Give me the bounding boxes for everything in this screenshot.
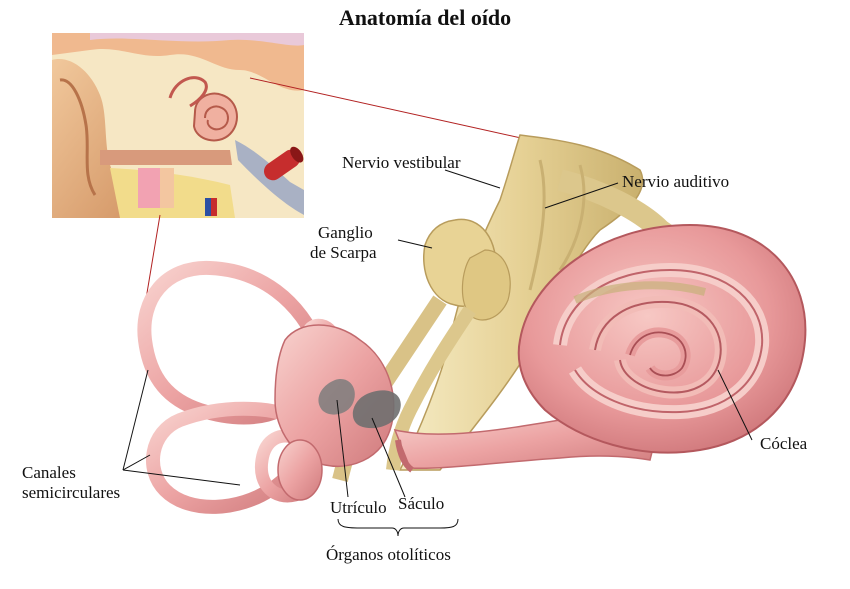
label-vestibular-nerve: Nervio vestibular	[342, 153, 461, 172]
leader-canal-2	[122, 454, 151, 471]
page-title: Anatomía del oído	[338, 5, 512, 30]
leader-lines	[122, 169, 753, 537]
label-scarpa-ganglion-line1: Ganglio	[318, 223, 373, 242]
label-scarpa-ganglion-line2: de Scarpa	[310, 243, 377, 262]
ear-cross-section-inset	[52, 33, 304, 218]
label-semicircular-canals-line1: Canales	[22, 463, 76, 482]
vestibule	[274, 324, 401, 501]
leader-saccule	[371, 417, 406, 498]
leader-scarpa-ganglion	[397, 239, 433, 249]
leader-canal-3	[122, 469, 241, 486]
label-saccule: Sáculo	[398, 494, 445, 513]
otolith-brace	[337, 518, 459, 537]
utricle-macula	[318, 379, 355, 415]
zoom-connector-line-top	[249, 77, 531, 141]
saccule-macula	[352, 390, 401, 429]
label-cochlea: Cóclea	[760, 434, 808, 453]
leader-cochlea	[717, 369, 753, 441]
label-otolith-organs: Órganos otolíticos	[326, 545, 451, 564]
leader-vestibular-nerve	[444, 169, 501, 189]
leader-utricle	[336, 399, 349, 498]
label-semicircular-canals-line2: semicirculares	[22, 483, 121, 502]
label-utricle: Utrículo	[330, 498, 387, 517]
leader-auditory-nerve	[544, 182, 619, 209]
leader-canal-1	[122, 369, 149, 471]
label-auditory-nerve: Nervio auditivo	[622, 172, 730, 191]
cochlea	[517, 223, 807, 454]
